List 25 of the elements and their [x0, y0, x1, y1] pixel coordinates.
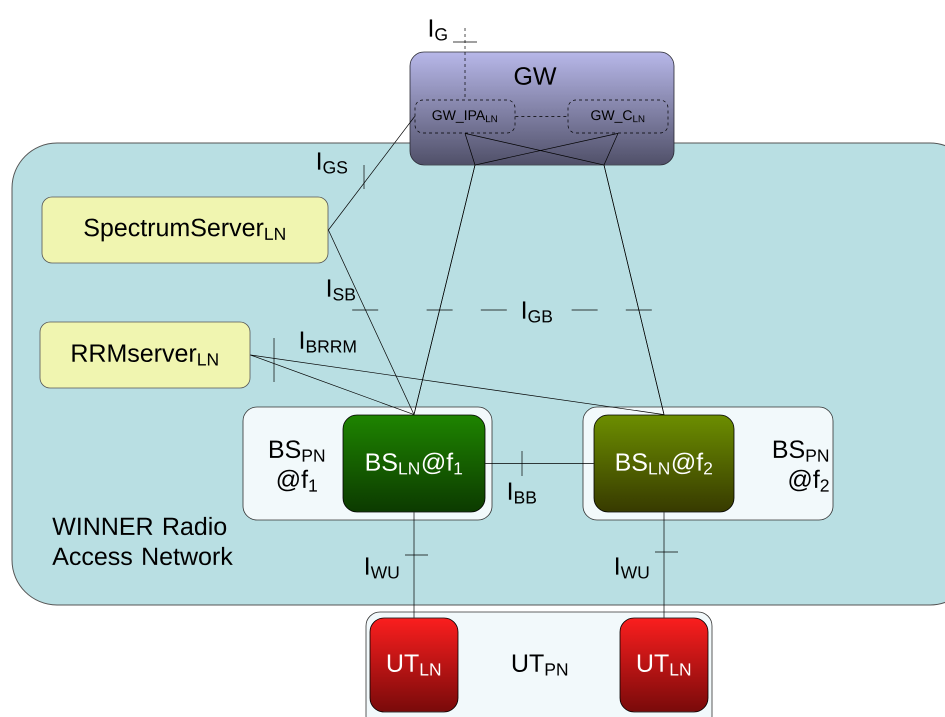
connector-line: [328, 230, 414, 415]
connector-line: [464, 28, 466, 100]
connector-line: [250, 354, 414, 415]
edge-label: I$_{SB}$: [328, 279, 355, 301]
interface-label: I$_{GB}$: [522, 301, 552, 323]
edge-label: I$_{BB}$: [508, 482, 536, 504]
server-box: RRMserver$_{LN}$: [40, 322, 250, 388]
edge-label: I$_{GS}$: [318, 152, 348, 174]
edge-label: I$_{G}$: [430, 19, 447, 41]
function-box: GW_C$_{LN}$: [568, 100, 668, 134]
connector-line: [414, 133, 618, 415]
base-station-box: BS$_{LN}$@f$_{1}$: [342, 414, 486, 512]
edge-label: I$_{WU}$: [616, 557, 648, 579]
connector-line: [328, 116, 415, 230]
server-box: SpectrumServer$_{LN}$: [42, 196, 328, 264]
edge-label: I$_{WU}$: [366, 557, 398, 579]
terminal-box: UT$_{LN}$: [620, 618, 708, 712]
connector-line: [604, 133, 664, 415]
connector-line: [515, 116, 568, 117]
terminal-box: UT$_{LN}$: [370, 618, 458, 712]
function-box: GW_IPA$_{LN}$: [414, 100, 516, 134]
base-station-box: BS$_{LN}$@f$_{2}$: [594, 414, 734, 512]
connector-line: [485, 463, 594, 464]
interface-label: I$_{BRRM}$: [300, 332, 356, 352]
connector-line: [250, 354, 664, 415]
